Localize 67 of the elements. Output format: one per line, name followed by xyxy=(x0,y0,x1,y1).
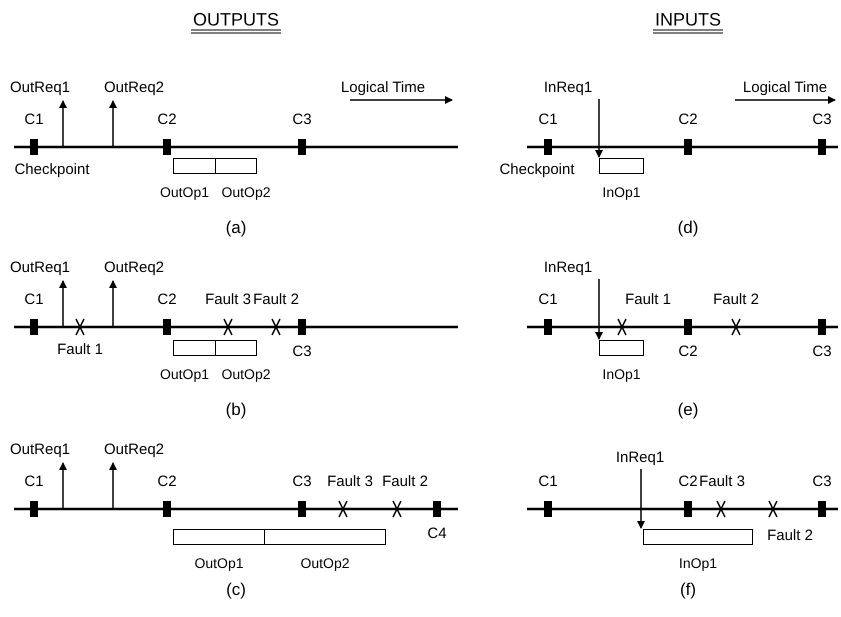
arrow xyxy=(59,462,67,508)
operation-label: OutOp1 xyxy=(160,184,210,201)
checkpoint-label: C1 xyxy=(538,111,558,129)
fault-label: Fault 2 xyxy=(382,473,428,491)
section-heading: INPUTS xyxy=(653,10,723,34)
arrow xyxy=(109,280,117,326)
checkpoint-label: C3 xyxy=(812,343,832,361)
checkpoint-label: C2 xyxy=(678,473,698,491)
checkpoint-label: C3 xyxy=(812,473,832,491)
checkpoint-label: C1 xyxy=(24,111,44,129)
checkpoint-label: C2 xyxy=(157,111,177,129)
checkpoint-label: C1 xyxy=(24,291,44,309)
checkpoint-label: C2 xyxy=(157,473,177,491)
operation-label: OutOp1 xyxy=(160,366,210,383)
arrow xyxy=(109,100,117,146)
checkpoint-label: C1 xyxy=(24,473,44,491)
fault-label: Fault 1 xyxy=(625,291,671,309)
panel-label: (d) xyxy=(678,219,698,237)
fault-label: Fault 3 xyxy=(205,291,251,309)
operation-label: InOp1 xyxy=(678,555,718,572)
arrow xyxy=(59,280,67,326)
request-label: InReq1 xyxy=(544,79,592,97)
request-label: InReq1 xyxy=(544,259,592,277)
axis-label: Logical Time xyxy=(742,79,828,97)
arrow xyxy=(59,100,67,146)
axis-label: Logical Time xyxy=(340,79,426,97)
operation-label: OutOp1 xyxy=(194,555,244,572)
operation-label: InOp1 xyxy=(602,184,641,201)
panel-label: (c) xyxy=(226,581,246,599)
arrow xyxy=(109,462,117,508)
operation-label: InOp1 xyxy=(602,366,641,383)
checkpoint-label: C1 xyxy=(538,291,558,309)
panel-label: (b) xyxy=(226,401,246,419)
request-label: OutReq2 xyxy=(104,441,164,459)
checkpoint-label: C2 xyxy=(678,343,698,361)
request-label: OutReq2 xyxy=(104,259,164,277)
fault-label: Fault 2 xyxy=(767,527,813,545)
checkpoint-label: C3 xyxy=(812,111,832,129)
request-label: OutReq1 xyxy=(10,259,70,277)
fault-label: Fault 2 xyxy=(713,291,759,309)
checkpoint-label: C3 xyxy=(292,111,312,129)
annotation: Checkpoint xyxy=(499,161,575,179)
arrow xyxy=(595,99,603,158)
checkpoint-label: C3 xyxy=(292,343,312,361)
fault-label: Fault 3 xyxy=(699,473,745,491)
request-label: OutReq1 xyxy=(10,441,70,459)
checkpoint-label: C2 xyxy=(678,111,698,129)
checkpoint-label: C1 xyxy=(538,473,558,491)
arrow xyxy=(595,279,603,340)
operation-label: OutOp2 xyxy=(221,184,271,201)
request-label: OutReq2 xyxy=(104,79,164,97)
panel-label: (e) xyxy=(678,401,698,419)
checkpoint-label: C2 xyxy=(157,291,177,309)
operation-label: OutOp2 xyxy=(221,366,271,383)
fault-label: Fault 2 xyxy=(253,291,299,309)
request-label: OutReq1 xyxy=(10,79,70,97)
checkpoint-label: C3 xyxy=(292,473,312,491)
fault-label: Fault 1 xyxy=(57,341,103,359)
panel-label: (a) xyxy=(226,219,246,237)
fault-label: Fault 3 xyxy=(327,473,373,491)
section-heading: OUTPUTS xyxy=(191,10,281,34)
arrow xyxy=(637,469,645,529)
operation-label: OutOp2 xyxy=(300,555,350,572)
request-label: InReq1 xyxy=(616,449,664,467)
panel-label: (f) xyxy=(680,581,696,599)
annotation: Checkpoint xyxy=(14,161,90,179)
checkpoint-label: C4 xyxy=(427,525,447,543)
